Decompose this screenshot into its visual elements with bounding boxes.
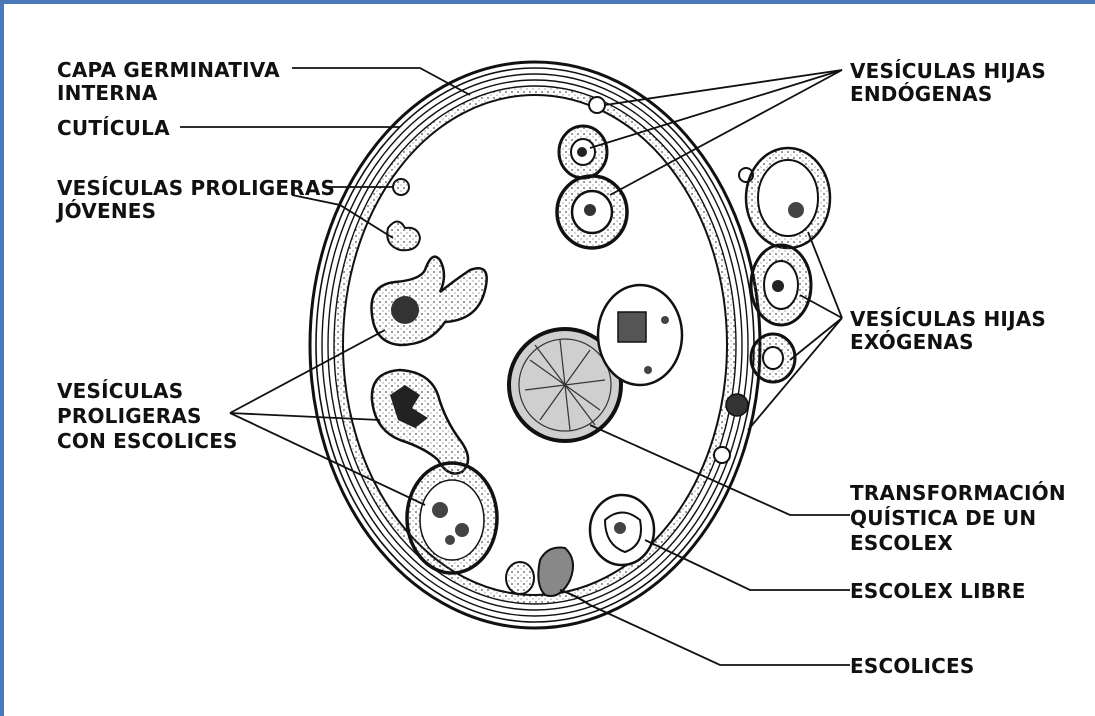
label-hijas-endogenas-2: ENDÓGENAS [850,82,993,106]
label-transformacion-1: TRANSFORMACIÓN [850,481,1066,505]
label-capa-germinativa-1: CAPA GERMINATIVA [57,58,280,82]
label-escolex-libre: ESCOLEX LIBRE [850,579,1026,603]
label-proligeras-jovenes-1: VESÍCULAS PROLIGERAS [57,176,335,200]
label-hijas-exogenas-1: VESÍCULAS HIJAS [850,307,1046,331]
label-proligeras-jovenes-2: JÓVENES [55,199,156,223]
label-hijas-endogenas-1: VESÍCULAS HIJAS [850,59,1046,83]
label-proligeras-escolices-3: CON ESCOLICES [57,429,238,453]
label-transformacion-2: QUÍSTICA DE UN [850,506,1036,530]
label-hijas-exogenas-2: EXÓGENAS [850,330,974,354]
label-escolices: ESCOLICES [850,654,974,678]
label-transformacion-3: ESCOLEX [850,531,953,555]
label-capa-germinativa-2: INTERNA [57,81,158,105]
scolex-vesicle [598,285,682,385]
label-cuticula: CUTÍCULA [57,116,170,140]
label-proligeras-escolices-2: PROLIGERAS [57,404,202,428]
label-proligeras-escolices-1: VESÍCULAS [57,379,183,403]
free-scolex [590,495,654,565]
